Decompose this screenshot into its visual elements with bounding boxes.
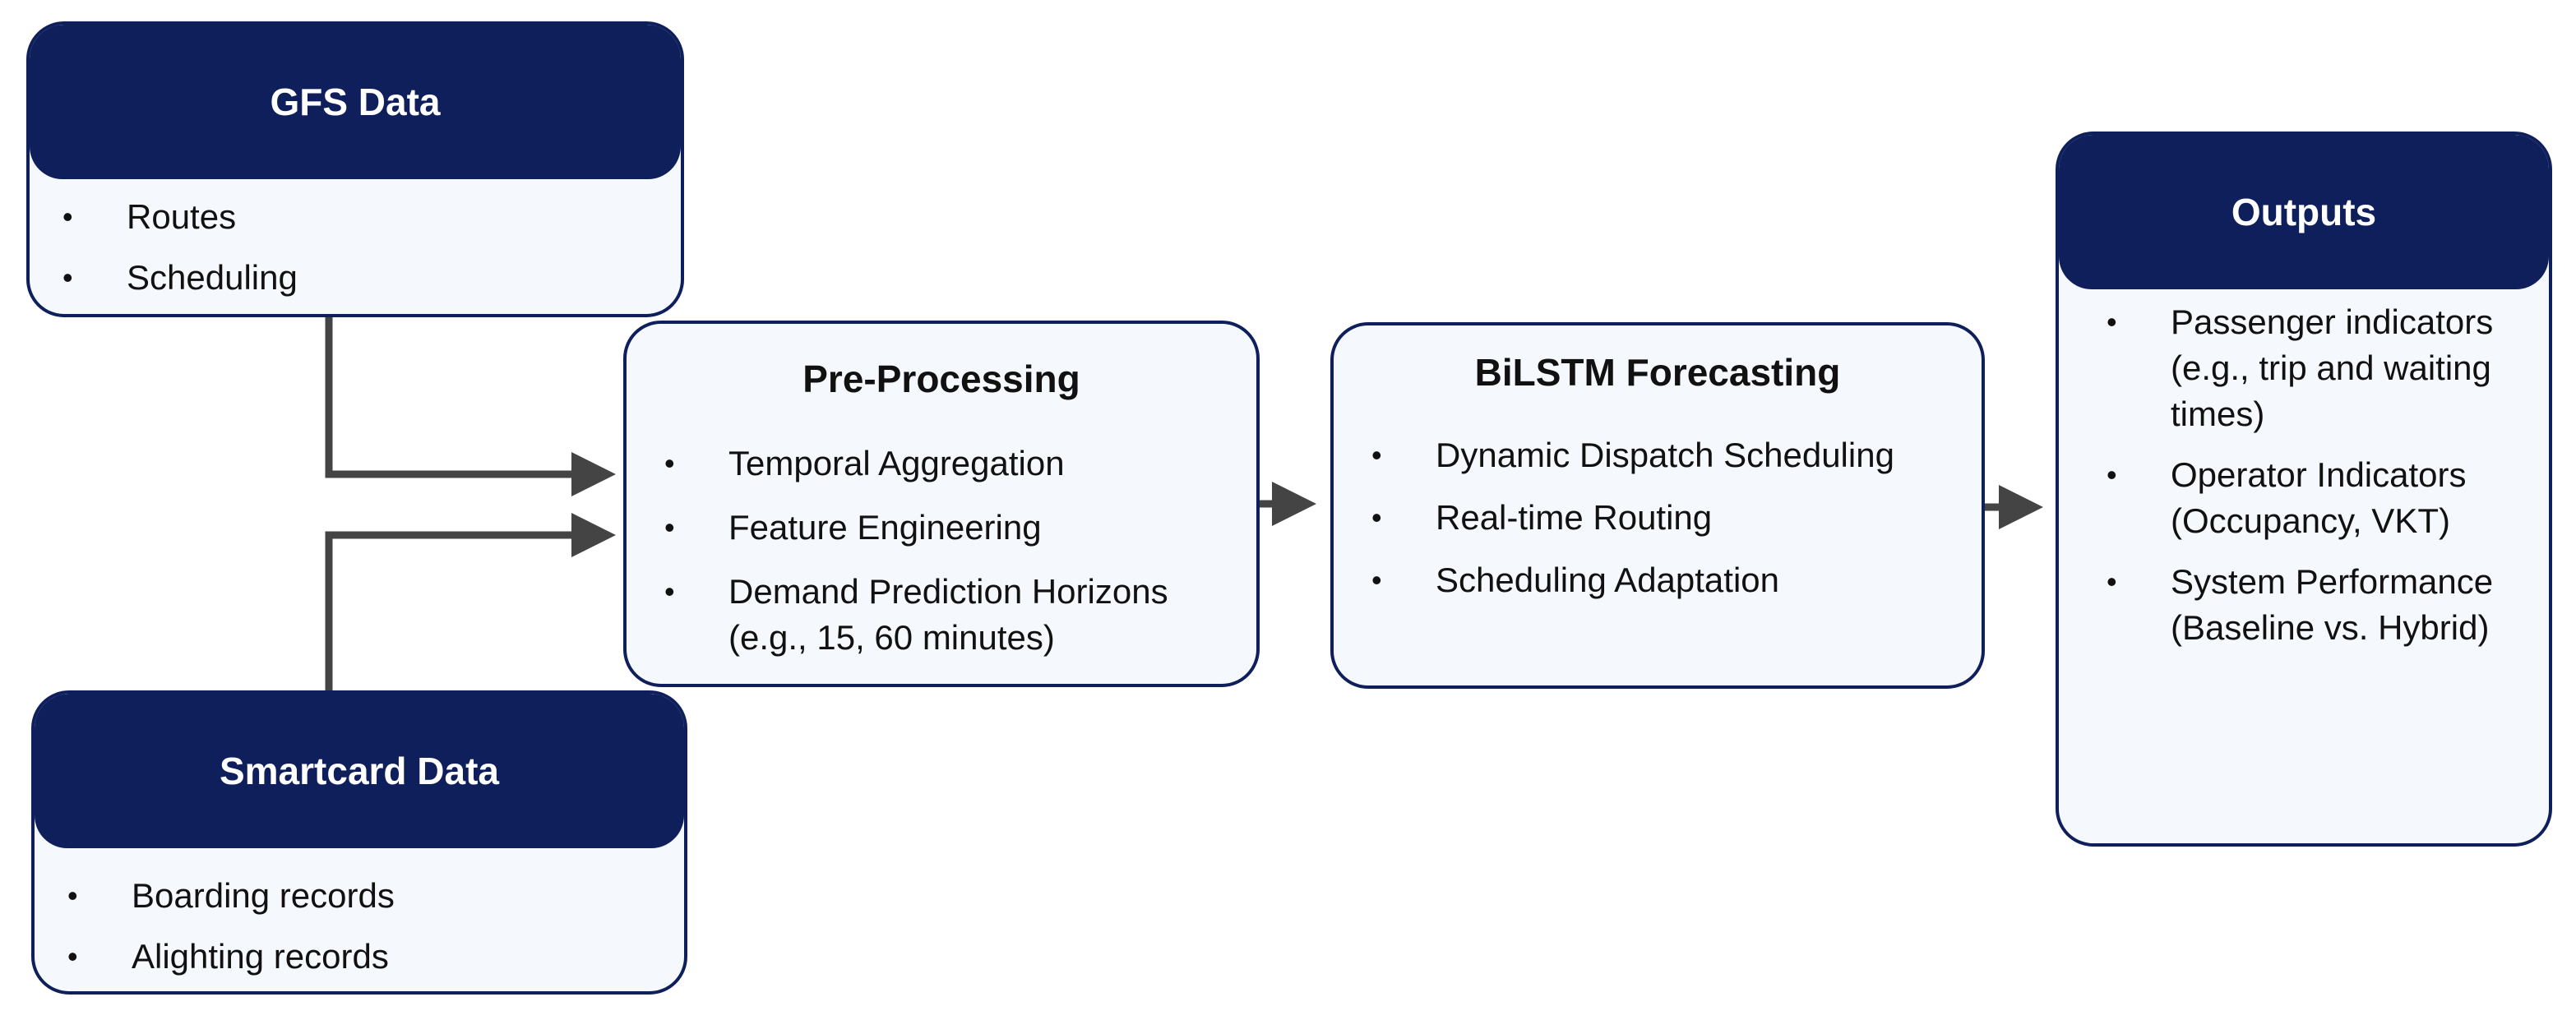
gfs-to-preprocessing-arrow <box>325 315 616 496</box>
list-item: Dynamic Dispatch Scheduling <box>1371 432 1963 478</box>
preprocessing-box: Pre-Processing Temporal Aggregation Feat… <box>623 321 1260 687</box>
bilstm-list: Dynamic Dispatch Scheduling Real-time Ro… <box>1371 432 1963 603</box>
outputs-header: Outputs <box>2059 135 2549 289</box>
gfs-data-list: Routes Scheduling <box>62 194 298 301</box>
bilstm-title: BiLSTM Forecasting <box>1474 351 1841 394</box>
list-item: Scheduling <box>62 255 298 301</box>
outputs-box: Outputs Passenger indicators (e.g., trip… <box>2056 132 2552 847</box>
list-item: Operator Indicators (Occupancy, VKT) <box>2107 452 2518 544</box>
list-item: Temporal Aggregation <box>664 441 1223 487</box>
list-item: Real-time Routing <box>1371 495 1963 541</box>
list-item: Feature Engineering <box>664 505 1223 551</box>
list-item: Scheduling Adaptation <box>1371 557 1963 603</box>
list-item: Passenger indicators (e.g., trip and wai… <box>2107 299 2518 437</box>
list-item: System Performance (Baseline vs. Hybrid) <box>2107 559 2518 651</box>
smartcard-data-box: Smartcard Data Boarding records Alightin… <box>31 690 687 995</box>
list-item: Boarding records <box>67 873 395 919</box>
bilstm-box: BiLSTM Forecasting Dynamic Dispatch Sche… <box>1330 322 1985 689</box>
smartcard-data-list: Boarding records Alighting records <box>67 873 395 980</box>
gfs-data-box: GFS Data Routes Scheduling <box>26 21 684 317</box>
preprocessing-list: Temporal Aggregation Feature Engineering… <box>664 441 1223 661</box>
list-item: Alighting records <box>67 934 395 980</box>
gfs-data-header: GFS Data <box>30 25 681 179</box>
smartcard-data-title: Smartcard Data <box>219 750 500 792</box>
smartcard-data-header: Smartcard Data <box>35 694 684 848</box>
gfs-data-title: GFS Data <box>270 81 441 123</box>
list-item: Demand Prediction Horizons (e.g., 15, 60… <box>664 569 1223 661</box>
outputs-list: Passenger indicators (e.g., trip and wai… <box>2107 299 2518 651</box>
preprocessing-title: Pre-Processing <box>802 358 1080 400</box>
list-item: Routes <box>62 194 298 240</box>
outputs-title: Outputs <box>2231 191 2377 233</box>
smartcard-to-preprocessing-arrow <box>325 513 616 692</box>
